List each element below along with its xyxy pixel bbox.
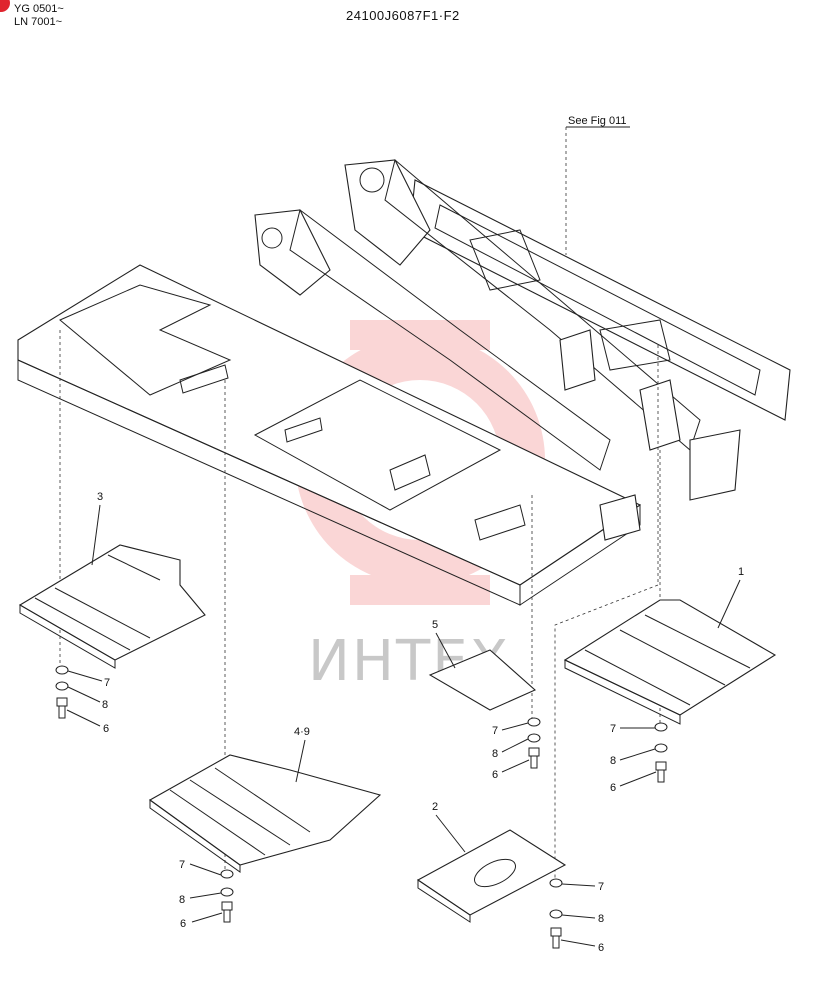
hardware-stack-c (527, 717, 541, 769)
svg-text:6: 6 (180, 918, 186, 930)
svg-text:6: 6 (598, 942, 604, 954)
part-3-cover-plate (18, 544, 206, 669)
svg-text:6: 6 (610, 782, 616, 794)
part-4-9-cover-plate (148, 754, 382, 873)
svg-text:7: 7 (610, 723, 616, 735)
main-frame (17, 159, 791, 606)
callout-2: 2 (432, 801, 438, 813)
callout-4-9: 4·9 (294, 726, 310, 738)
svg-text:7: 7 (492, 725, 498, 737)
callout-5: 5 (432, 619, 438, 631)
part-number: 24100J6087F1·F2 (346, 8, 460, 23)
svg-text:6: 6 (103, 723, 109, 735)
part-5-plate (428, 649, 537, 711)
hardware-stack-d (654, 722, 668, 783)
serial-range-ln: LN 7001~ (14, 16, 63, 28)
part-1-cover-plate (563, 599, 777, 725)
see-fig-reference: See Fig 011 (568, 115, 627, 127)
svg-text:8: 8 (179, 894, 185, 906)
svg-text:8: 8 (610, 755, 616, 767)
callout-3: 3 (97, 491, 103, 503)
svg-text:7: 7 (179, 859, 185, 871)
hardware-callouts: 7 8 6 7 8 6 7 8 6 7 8 6 7 8 6 (66, 670, 657, 954)
corner-badge (0, 0, 10, 12)
callout-1: 1 (738, 566, 744, 578)
hardware-stack-a (55, 665, 69, 719)
hardware-stack-e (549, 878, 563, 949)
svg-text:8: 8 (598, 913, 604, 925)
hardware-stack-b (220, 869, 234, 923)
svg-text:8: 8 (492, 748, 498, 760)
svg-text:8: 8 (102, 699, 108, 711)
svg-text:7: 7 (598, 881, 604, 893)
serial-range-yg: YG 0501~ (14, 3, 64, 15)
part-2-plate-with-hole (416, 829, 567, 923)
svg-text:7: 7 (104, 677, 110, 689)
svg-text:6: 6 (492, 769, 498, 781)
